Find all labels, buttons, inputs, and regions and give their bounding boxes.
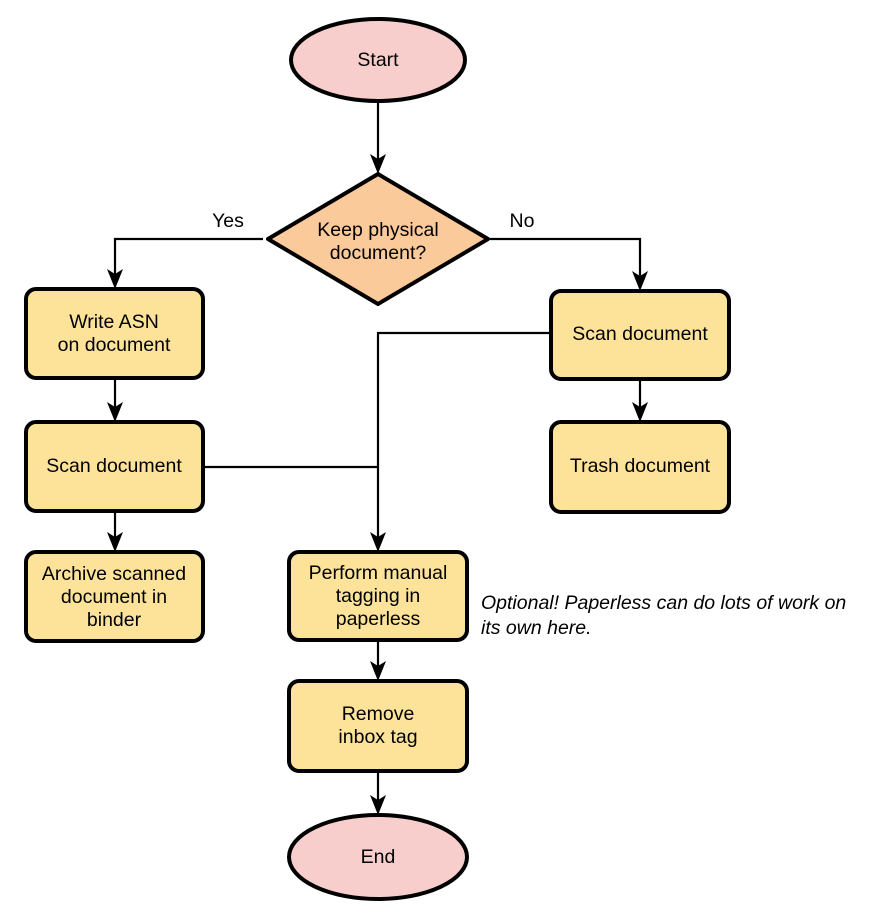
- edge-manual-tagging-to-remove-inbox: [370, 640, 386, 681]
- arrow-head-icon: [370, 661, 386, 681]
- node-remove-inbox-tag[interactable]: Remove inbox tag: [287, 679, 469, 773]
- edge-scan-right-to-manual-tagging: [370, 331, 551, 552]
- annotation-optional-note: Optional! Paperless can do lots of work …: [481, 592, 846, 639]
- node-manual-tagging-label-line1: Perform manual: [309, 562, 448, 584]
- arrow-head-icon: [370, 532, 386, 552]
- edge-decision-yes-to-write-asn: [107, 237, 263, 289]
- end-ellipse-shape: [287, 813, 469, 901]
- edge-start-to-decision: [370, 101, 386, 174]
- node-decision-keep-physical-document[interactable]: Keep physical document?: [266, 172, 490, 306]
- edge-write-asn-to-scan-left: [107, 378, 123, 422]
- node-scan-document-left[interactable]: Scan document: [24, 420, 205, 513]
- node-perform-manual-tagging[interactable]: Perform manual tagging in paperless: [287, 550, 469, 642]
- arrow-head-icon: [370, 154, 386, 174]
- node-trash-document[interactable]: Trash document: [549, 420, 731, 514]
- manual-tagging-box-shape: [287, 550, 469, 642]
- scan-right-box-shape: [549, 289, 731, 381]
- node-archive-scanned-document[interactable]: Archive scanned document in binder: [24, 550, 205, 643]
- optional-note-line1: Optional! Paperless can do lots of work …: [481, 592, 846, 614]
- edge-remove-inbox-to-end: [370, 771, 386, 815]
- node-write-asn[interactable]: Write ASN on document: [24, 287, 205, 380]
- arrow-head-icon: [107, 532, 123, 552]
- write-asn-box-shape: [24, 287, 205, 380]
- node-decision-label-line2: document?: [330, 242, 427, 264]
- edge-scan-right-to-trash: [632, 378, 648, 422]
- node-scan-left-label: Scan document: [46, 455, 182, 477]
- node-archive-label-line1: Archive scanned: [42, 563, 186, 585]
- node-scan-document-right[interactable]: Scan document: [549, 289, 731, 381]
- edge-scan-left-to-archive: [107, 510, 123, 552]
- node-trash-label: Trash document: [570, 455, 711, 477]
- node-archive-label-line3: binder: [87, 609, 142, 631]
- arrow-head-icon: [370, 795, 386, 815]
- node-manual-tagging-label-line2: tagging in: [336, 585, 421, 607]
- decision-diamond-shape: [266, 172, 490, 306]
- remove-inbox-box-shape: [287, 679, 469, 773]
- node-manual-tagging-label-line3: paperless: [336, 608, 421, 630]
- arrow-head-icon: [107, 402, 123, 422]
- edge-label-no: No: [510, 210, 535, 232]
- arrow-head-icon: [107, 269, 123, 289]
- node-decision-label-line1: Keep physical: [317, 219, 438, 241]
- node-scan-right-label: Scan document: [572, 323, 708, 345]
- node-start-label: Start: [357, 49, 399, 71]
- node-write-asn-label-line1: Write ASN: [69, 311, 159, 333]
- edge-label-yes: Yes: [212, 210, 244, 232]
- edge-decision-no-to-scan-right: [490, 237, 648, 291]
- node-end[interactable]: End: [287, 813, 469, 901]
- arrow-head-icon: [632, 402, 648, 422]
- node-remove-inbox-label-line2: inbox tag: [338, 726, 417, 748]
- archive-box-shape: [24, 550, 205, 643]
- node-end-label: End: [361, 846, 396, 868]
- node-write-asn-label-line2: on document: [58, 334, 171, 356]
- arrow-head-icon: [632, 271, 648, 291]
- node-remove-inbox-label-line1: Remove: [342, 703, 415, 725]
- optional-note-line2: its own here.: [481, 617, 592, 639]
- node-archive-label-line2: document in: [61, 586, 167, 608]
- trash-box-shape: [549, 420, 731, 514]
- scan-left-box-shape: [24, 420, 205, 513]
- node-start[interactable]: Start: [289, 17, 467, 103]
- start-ellipse-shape: [289, 17, 467, 103]
